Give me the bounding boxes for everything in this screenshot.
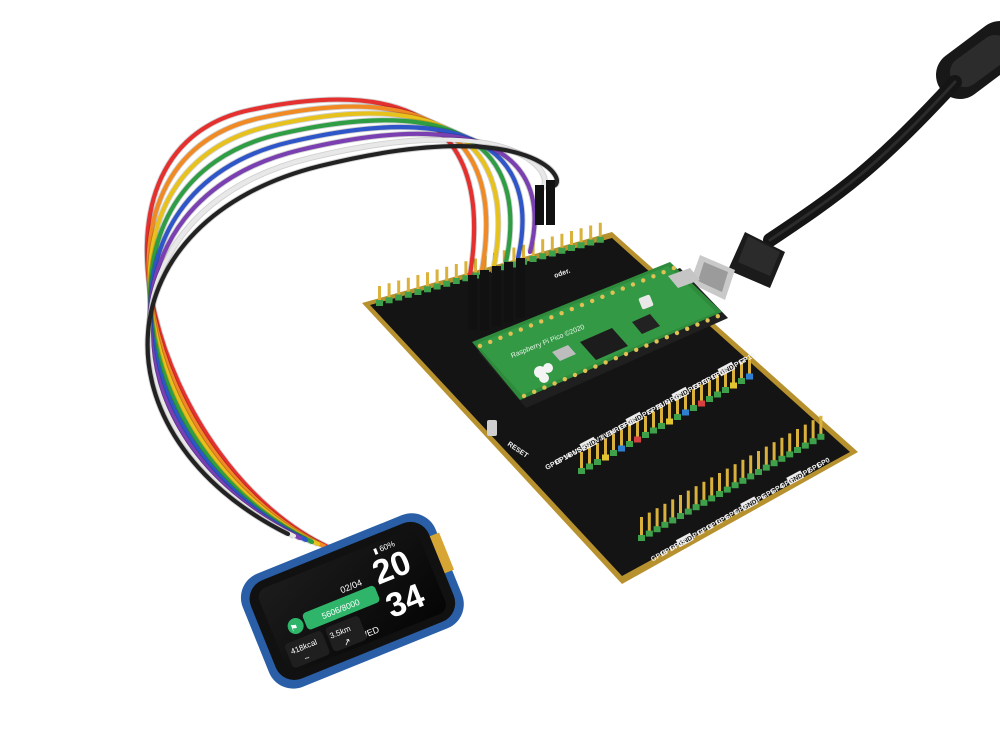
micro-usb-plug [690, 232, 785, 300]
base-board: oder. RESET GP0GP1GP2GNDGP3GP4GP5GP6GNDG… [362, 222, 858, 584]
lcd-steps-bar [302, 585, 380, 630]
bootsel-button[interactable] [638, 294, 654, 310]
pico-board: Raspberry Pi Pico ©2020 [472, 262, 728, 408]
lcd-calories-icon: ~ [303, 652, 312, 663]
micro-usb-port [668, 268, 700, 288]
jumper-wires [144, 96, 560, 551]
lcd-distance-icon: ↗ [342, 636, 353, 648]
flash-chip [632, 314, 660, 334]
lcd-steps-icon [287, 618, 304, 635]
ferrite-bead [936, 21, 1000, 99]
header-row-front [578, 357, 825, 541]
lcd-module: 20 34 ▮ 60% 02/04 WED 5606/8000 ⚑ 418kca… [240, 513, 464, 689]
reset-button[interactable] [487, 420, 497, 436]
raspberry-logo-icon [534, 363, 553, 383]
usb-cable [690, 21, 1000, 300]
dupont-housings [468, 180, 555, 330]
rp2040-chip [580, 328, 628, 360]
svg-text:⚑: ⚑ [289, 622, 300, 634]
header-row-back [376, 222, 604, 306]
crystal [552, 345, 576, 361]
